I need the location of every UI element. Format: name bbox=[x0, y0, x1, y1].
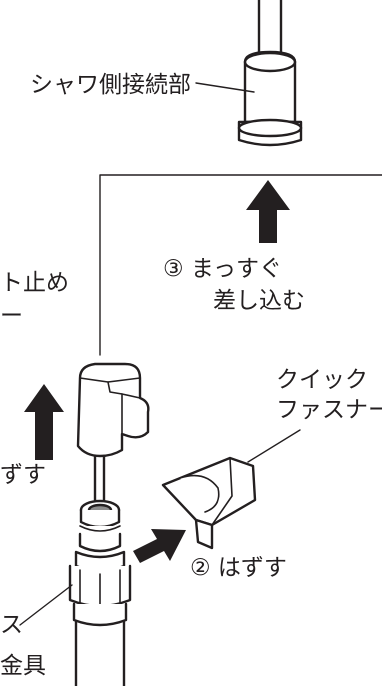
fitting-stem bbox=[93, 454, 106, 502]
fitting-label-leader bbox=[19, 584, 73, 626]
fitting-label-line1: ス bbox=[0, 612, 23, 638]
remove-left-label: ずす bbox=[0, 462, 46, 488]
stopper-label-line1: ト止め bbox=[0, 270, 69, 296]
quick-fastener-label-line2: ファスナー bbox=[276, 397, 382, 423]
shower-label-leader bbox=[195, 82, 255, 93]
stopper-label-line2: ー bbox=[0, 303, 23, 329]
step3-label-line1: ③ まっすぐ bbox=[163, 256, 283, 282]
quick-fastener-clip bbox=[161, 456, 257, 550]
quick-fastener-label-line1: クイック bbox=[276, 367, 368, 393]
step3-label-line2: 差し込む bbox=[213, 288, 305, 314]
fastener-label-leader bbox=[247, 429, 301, 463]
step2-label: ② はずす bbox=[190, 555, 287, 581]
hose-fitting bbox=[68, 499, 132, 688]
shower-side-pipe bbox=[257, 0, 283, 58]
shower-side-connector bbox=[237, 50, 303, 147]
stopper-cap bbox=[76, 362, 150, 458]
shower-connection-label: シャワ側接続部 bbox=[30, 72, 191, 98]
up-arrow-icon bbox=[24, 384, 64, 460]
fitting-label-line2: 金具 bbox=[0, 653, 46, 679]
right-arrow-icon bbox=[133, 529, 186, 563]
up-arrow-icon bbox=[246, 180, 290, 243]
bracket-line bbox=[99, 174, 382, 356]
